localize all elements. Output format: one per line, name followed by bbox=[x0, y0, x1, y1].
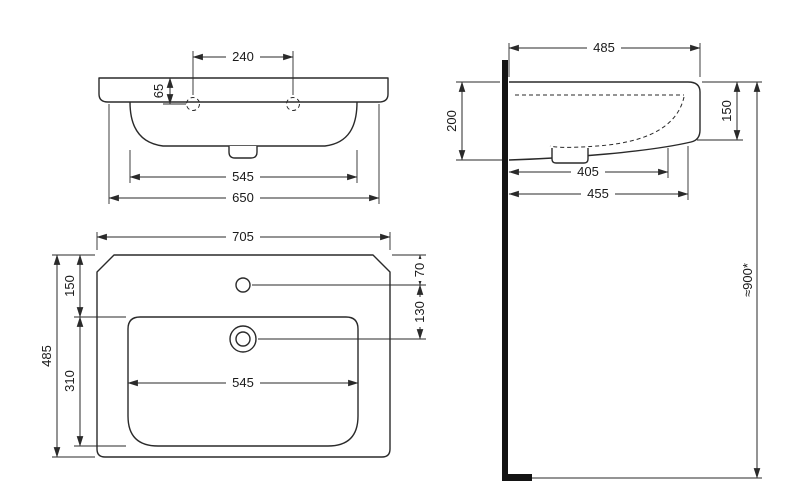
front-tap-hole-left bbox=[186, 97, 200, 111]
side-dim-150-label: 150 bbox=[719, 100, 734, 122]
front-drain-boss bbox=[228, 146, 258, 159]
side-view: 485 200 150 405 455 ≈900* bbox=[444, 40, 762, 481]
side-drain-boss bbox=[551, 148, 589, 164]
side-dim-455-label: 455 bbox=[587, 186, 609, 201]
top-tap-hole bbox=[235, 277, 251, 293]
side-basin-outline bbox=[508, 81, 701, 161]
wall-section bbox=[502, 60, 532, 481]
front-tap-hole-right bbox=[286, 97, 300, 111]
top-dim-130-label: 130 bbox=[412, 301, 427, 323]
front-dim-65-label: 65 bbox=[151, 84, 166, 98]
top-dim-310-label: 310 bbox=[62, 370, 77, 392]
front-dim-650-label: 650 bbox=[232, 190, 254, 205]
label-mask bbox=[412, 297, 428, 327]
label-mask bbox=[581, 186, 615, 202]
top-drain-inner bbox=[235, 331, 251, 347]
label-mask bbox=[226, 229, 260, 245]
top-dim-150-label: 150 bbox=[62, 275, 77, 297]
label-mask bbox=[226, 190, 260, 206]
side-dim-900-label: ≈900* bbox=[740, 263, 755, 297]
side-bowl-hidden-line bbox=[549, 96, 685, 148]
label-mask bbox=[412, 259, 428, 281]
top-drain-outer bbox=[229, 325, 257, 353]
label-mask bbox=[226, 49, 260, 65]
front-bowl-outline bbox=[129, 101, 358, 147]
front-dim-240-label: 240 bbox=[232, 49, 254, 64]
top-dim-705-label: 705 bbox=[232, 229, 254, 244]
front-rim-outline bbox=[98, 77, 389, 103]
top-dim-70-label: 70 bbox=[412, 263, 427, 277]
label-mask bbox=[226, 375, 260, 391]
side-dim-485-label: 485 bbox=[593, 40, 615, 55]
label-mask bbox=[571, 164, 605, 180]
front-extension-lines bbox=[108, 51, 380, 204]
side-dim-405-label: 405 bbox=[577, 164, 599, 179]
label-mask bbox=[226, 169, 260, 185]
top-dim-485-label: 485 bbox=[39, 345, 54, 367]
side-dim-200-label: 200 bbox=[444, 110, 459, 132]
label-mask bbox=[587, 40, 621, 56]
front-dim-545-label: 545 bbox=[232, 169, 254, 184]
front-view: 240 65 545 650 bbox=[98, 49, 389, 206]
top-dim-545-label: 545 bbox=[232, 375, 254, 390]
top-view: 705 70 130 150 310 485 545 bbox=[39, 229, 428, 458]
